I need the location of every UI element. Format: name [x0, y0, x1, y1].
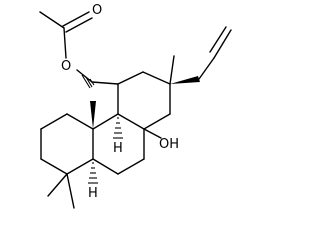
- bond-carbonyl-double-a: [62, 11, 90, 27]
- atom-labels: O O OH H H: [61, 3, 179, 201]
- bond-c8a-c4b: [117, 113, 145, 130]
- atom-label-stereo-h-2: H: [88, 186, 98, 201]
- bond-c10-c9: [92, 158, 119, 175]
- bond-c1a-c2a: [40, 113, 68, 130]
- hash-oac-4: [81, 74, 91, 89]
- bond-c4b-c10a: [92, 113, 119, 130]
- bond-gem-methyl-2: [66, 173, 75, 209]
- wedge-vinyl: [170, 76, 200, 84]
- bond-c4a-c-oac: [91, 81, 119, 85]
- bond-vinyl-double-a: [213, 29, 232, 59]
- bond-gem-methyl-1: [47, 173, 68, 197]
- bond-c10a-c1a: [66, 113, 94, 130]
- bond-c8a-oh: [143, 128, 162, 139]
- bond-c1-c8a: [143, 113, 171, 130]
- wedge-methyl-c10a: [90, 101, 96, 129]
- atom-label-carbonyl-oxygen: O: [92, 3, 102, 18]
- bond-methyl-top: [169, 55, 175, 85]
- bond-methyl-carbonyl: [39, 11, 65, 29]
- bond-carbonyl-double-b: [65, 17, 93, 33]
- atom-label-stereo-h-1: H: [113, 141, 123, 156]
- wedge-bonds: [90, 76, 200, 129]
- acetate-group: [39, 11, 93, 83]
- bond-vinyl-double-b: [209, 26, 227, 53]
- hash-oac-2: [89, 78, 95, 86]
- bond-carbonyl-ester-o: [63, 27, 67, 59]
- atom-label-ester-oxygen: O: [61, 59, 71, 74]
- bond-c3-c4: [40, 158, 68, 175]
- ring-bonds: [40, 26, 232, 209]
- bond-c3a-c2: [142, 71, 171, 85]
- atom-label-hydroxyl: OH: [159, 137, 179, 152]
- bond-c9-c8: [117, 158, 145, 175]
- hashed-bonds: [81, 74, 123, 184]
- bond-c4-c4a2: [66, 158, 94, 175]
- hash-oac-3: [85, 76, 93, 88]
- bond-ester-o-c: [76, 69, 93, 83]
- molecule-structure: O O OH H H: [39, 3, 232, 209]
- bond-c4a-c3a: [117, 71, 144, 85]
- bond-vinyl-ch: [198, 57, 215, 80]
